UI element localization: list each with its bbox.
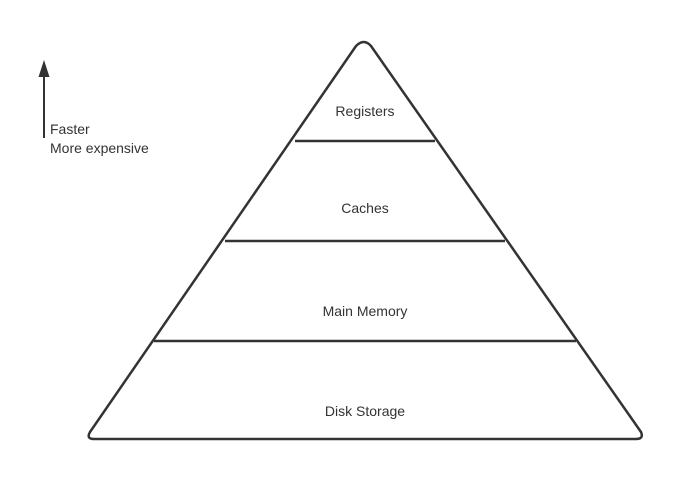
- legend-more-expensive: More expensive: [50, 140, 149, 156]
- layer-label-caches: Caches: [341, 200, 388, 216]
- layer-label-registers: Registers: [335, 103, 394, 119]
- layer-label-disk-storage: Disk Storage: [325, 403, 405, 419]
- layer-label-main-memory: Main Memory: [323, 303, 408, 319]
- arrow-up-icon: [38, 60, 50, 77]
- legend-faster: Faster: [50, 121, 90, 137]
